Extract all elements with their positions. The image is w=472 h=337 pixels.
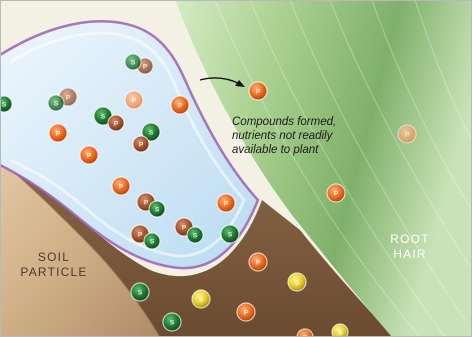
- annotation-line1: Compounds formed,: [232, 115, 336, 129]
- green-ion: S: [0, 96, 12, 112]
- annotation-text: Compounds formed, nutrients not readily …: [232, 115, 336, 157]
- soil-particle-label-line1: SOIL: [14, 250, 94, 265]
- brown-ion: P: [133, 136, 149, 152]
- ion-symbol: P: [87, 153, 92, 160]
- ion-symbol: P: [224, 201, 229, 208]
- ion-symbol: P: [139, 142, 144, 149]
- ion-symbol: P: [66, 95, 71, 102]
- ion-symbol: P: [143, 64, 148, 71]
- ion-symbol: S: [138, 290, 143, 297]
- yellow-ion: S: [288, 273, 306, 291]
- ion-symbol: P: [256, 260, 261, 267]
- ion-symbol: P: [119, 184, 124, 191]
- green-ion: S: [221, 225, 239, 243]
- orange-ion: P: [249, 253, 267, 271]
- ion-symbol: S: [149, 130, 154, 137]
- annotation-line3: available to plant: [232, 143, 336, 157]
- green-ion: S: [131, 283, 149, 301]
- green-ion: S: [149, 201, 165, 217]
- root-hair-label-line2: HAIR: [370, 247, 450, 262]
- ion-symbol: P: [244, 310, 249, 317]
- brown-ion: P: [108, 115, 124, 131]
- root-hair-label-line1: ROOT: [370, 232, 450, 247]
- green-ion: S: [144, 233, 160, 249]
- ion-symbol: S: [228, 232, 233, 239]
- orange-ion: P: [80, 146, 98, 164]
- root-hair-label: ROOT HAIR: [370, 232, 450, 262]
- ion-symbol: P: [138, 232, 143, 239]
- ion-symbol: S: [170, 320, 175, 327]
- orange-ion: P: [125, 91, 143, 109]
- orange-ion: P: [217, 194, 235, 212]
- ion-symbol: S: [131, 60, 136, 67]
- orange-ion: P: [398, 125, 416, 143]
- soil-particle-label: SOIL PARTICLE: [14, 250, 94, 280]
- ion-symbol: P: [178, 103, 183, 110]
- ion-symbol: S: [338, 330, 343, 337]
- ion-symbol: S: [2, 102, 7, 109]
- green-ion: S: [187, 227, 203, 243]
- orange-ion: P: [171, 96, 189, 114]
- yellow-ion: S: [332, 324, 348, 337]
- ion-symbol: P: [132, 98, 137, 105]
- ion-symbol: S: [199, 297, 204, 304]
- ion-symbol: S: [155, 207, 160, 214]
- orange-ion: P: [112, 177, 130, 195]
- orange-ion: P: [249, 82, 267, 100]
- soil-particle-label-line2: PARTICLE: [14, 265, 94, 280]
- ion-symbol: S: [54, 101, 59, 108]
- ion-symbol: P: [405, 132, 410, 139]
- orange-ion: P: [237, 303, 255, 321]
- orange-ion: P: [49, 124, 67, 142]
- ion-symbol: P: [256, 89, 261, 96]
- ion-symbol: P: [334, 191, 339, 198]
- green-ion: S: [48, 95, 64, 111]
- ion-symbol: S: [150, 239, 155, 246]
- ion-symbol: P: [144, 200, 149, 207]
- ion-symbol: P: [114, 121, 119, 128]
- annotation-line2: nutrients not readily: [232, 129, 336, 143]
- yellow-ion: S: [192, 290, 210, 308]
- green-ion: S: [163, 313, 181, 331]
- ion-symbol: S: [295, 280, 300, 287]
- ion-symbol: S: [193, 233, 198, 240]
- ion-symbol: P: [182, 225, 187, 232]
- green-ion: S: [125, 54, 141, 70]
- orange-ion: P: [327, 184, 345, 202]
- ion-symbol: P: [56, 131, 61, 138]
- ion-symbol: S: [101, 114, 106, 121]
